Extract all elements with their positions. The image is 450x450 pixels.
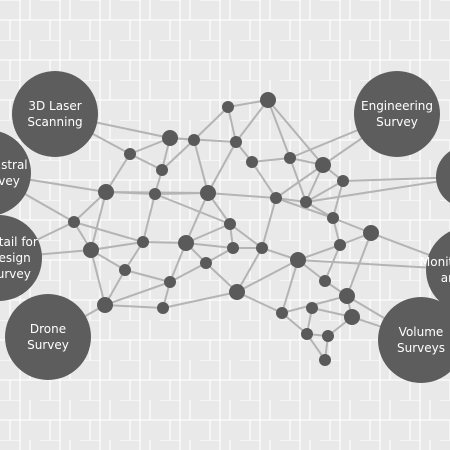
network-node-28 [290,252,306,268]
network-node-38 [322,330,334,342]
network-node-19 [363,225,379,241]
service-link-9 [342,176,450,182]
network-link-35 [332,180,344,219]
network-node-12 [200,185,216,201]
network-link-34 [305,180,344,203]
network-node-20 [83,242,99,258]
network-link-15 [207,141,237,194]
network-node-17 [224,218,236,230]
network-node-3 [162,130,178,146]
network-node-35 [276,307,288,319]
service-cadastral-survey[interactable]: Cadastral Survey [0,130,31,216]
network-link-67 [236,291,283,314]
service-label-drone: Drone Survey [27,322,69,352]
network-node-10 [98,184,114,200]
service-circle-right-top[interactable] [436,146,450,208]
network-node-2 [188,134,200,146]
network-link-78 [154,193,231,225]
network-node-6 [156,164,168,176]
network-link-24 [90,191,107,251]
service-label-laser: 3D Laser Scanning [27,99,83,129]
network-link-26 [154,192,209,195]
network-link-1 [193,106,229,141]
network-node-31 [229,284,245,300]
network-link-3 [235,99,269,143]
network-link-46 [90,249,106,306]
network-node-1 [260,92,276,108]
network-node-5 [230,136,242,148]
network-link-32 [261,197,277,249]
service-label-design: Detail for Design Survey [0,235,38,281]
network-link-30 [185,192,209,244]
network-node-25 [334,239,346,251]
network-node-39 [319,354,331,366]
network-link-17 [251,161,277,199]
service-volume-surveys[interactable]: Volume Surveys [378,297,450,383]
network-link-40 [229,223,263,249]
network-node-40 [306,302,318,314]
network-node-18 [327,212,339,224]
network-link-5 [267,99,324,166]
network-link-28 [207,192,277,199]
network-node-24 [256,242,268,254]
network-link-7 [161,139,195,171]
network-node-7 [246,156,258,168]
network-link-16 [251,157,291,163]
network-link-80 [289,157,307,203]
network-node-0 [222,101,234,113]
network-node-15 [337,175,349,187]
network-link-61 [236,259,299,293]
network-link-84 [275,197,334,219]
service-link-11 [370,232,450,264]
network-link-62 [281,259,299,314]
network-link-58 [169,262,207,283]
service-label-cadastral: Cadastral Survey [0,158,28,188]
network-node-33 [339,288,355,304]
network-node-30 [97,297,113,313]
network-node-32 [319,275,331,287]
network-nodes [68,92,379,366]
network-link-63 [104,281,171,306]
network-link-27 [142,193,156,243]
network-node-23 [227,242,239,254]
network-link-4 [267,99,291,159]
service-label-engineering: Engineering Survey [361,99,433,129]
service-engineering-survey[interactable]: Engineering Survey [354,71,440,157]
service-label-volume: Volume Surveys [397,325,445,355]
network-node-13 [270,192,282,204]
network-node-22 [178,235,194,251]
network-link-8 [193,139,209,194]
network-link-37 [73,221,144,243]
network-node-4 [124,148,136,160]
service-3d-laser-scanning[interactable]: 3D Laser Scanning [12,71,98,157]
network-link-44 [90,241,144,251]
network-link-66 [162,291,238,309]
network-link-81 [236,247,263,293]
network-node-21 [137,236,149,248]
network-node-16 [68,216,80,228]
network-node-8 [284,152,296,164]
service-drone-survey[interactable]: Drone Survey [5,294,91,380]
network-link-11 [169,137,237,143]
network-node-9 [315,157,331,173]
network-node-37 [301,328,313,340]
service-label-monitoring: Monitoring and [419,255,450,285]
network-link-56 [124,269,171,283]
network-node-27 [200,257,212,269]
network-node-36 [344,309,360,325]
network-node-14 [300,196,312,208]
network-node-11 [149,188,161,200]
network-link-65 [104,304,164,309]
network-node-29 [164,276,176,288]
network-node-34 [157,302,169,314]
network-links [0,99,450,361]
network-node-26 [119,264,131,276]
